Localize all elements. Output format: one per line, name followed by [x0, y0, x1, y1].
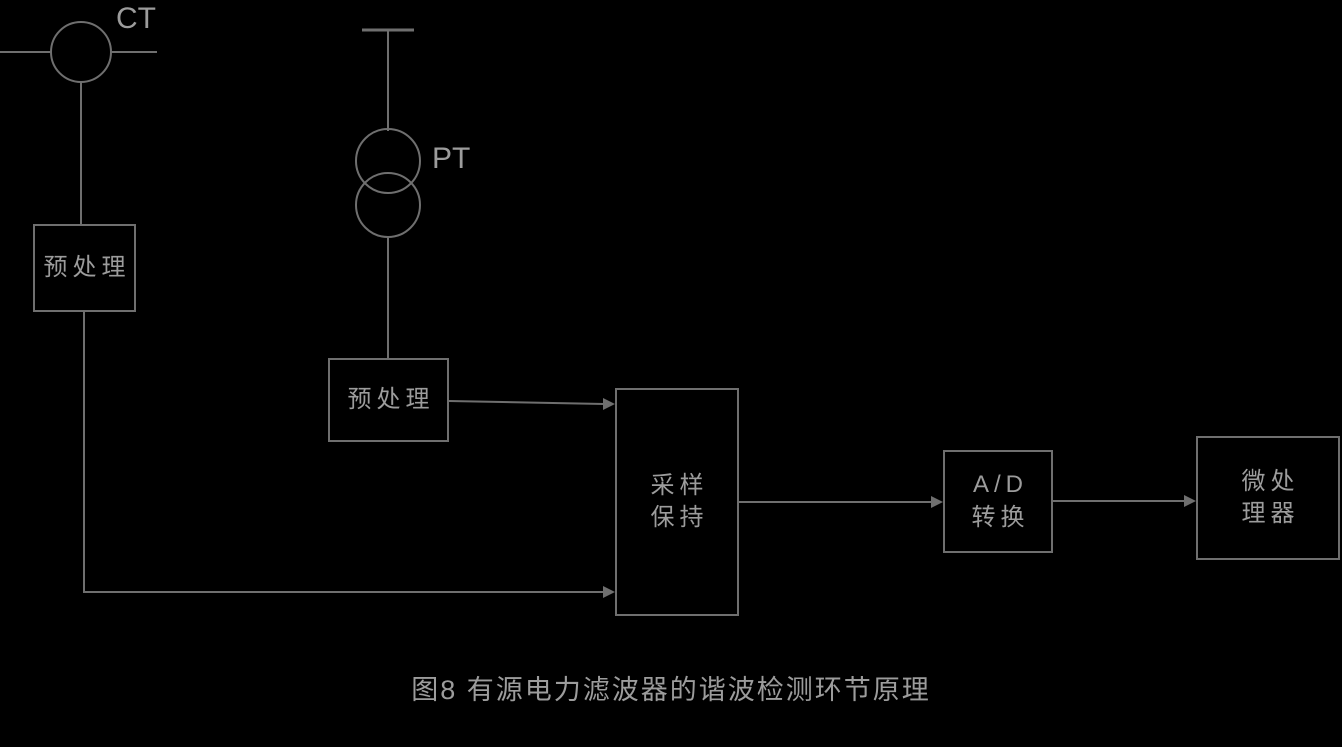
sample-hold-label-line2: 保持	[650, 504, 709, 531]
arrowhead-into-sample-hold-top	[603, 398, 615, 410]
preprocess1-to-sample-hold-line	[83, 312, 604, 593]
preprocess1-label: 预处理	[43, 253, 131, 281]
pt-label: PT	[432, 142, 471, 175]
pt-symbol-icon	[355, 128, 421, 238]
ad-converter-box: A/D 转换	[943, 450, 1053, 553]
arrowhead-into-ad	[931, 496, 943, 508]
ct-label: CT	[116, 2, 156, 35]
preprocess2-to-sample-hold-line	[448, 400, 605, 405]
preprocess2-box: 预处理	[328, 358, 449, 442]
arrowhead-into-sample-hold-bottom	[603, 586, 615, 598]
preprocess1-box: 预处理	[33, 224, 136, 312]
sample-hold-box: 采样 保持	[615, 388, 739, 616]
microprocessor-box: 微处 理器	[1196, 436, 1340, 560]
arrowhead-into-microprocessor	[1184, 495, 1196, 507]
preprocess2-label: 预处理	[347, 385, 435, 413]
ad-converter-label-line2: 转换	[971, 503, 1030, 531]
microprocessor-label-line1: 微处	[1241, 467, 1300, 495]
ad-converter-label-line1: A/D	[972, 471, 1028, 499]
sample-hold-label-line1: 采样	[650, 471, 709, 499]
ct-symbol-icon	[50, 21, 112, 83]
figure-caption: 图8 有源电力滤波器的谐波检测环节原理	[411, 675, 931, 705]
microprocessor-label-line2: 理器	[1241, 500, 1300, 527]
